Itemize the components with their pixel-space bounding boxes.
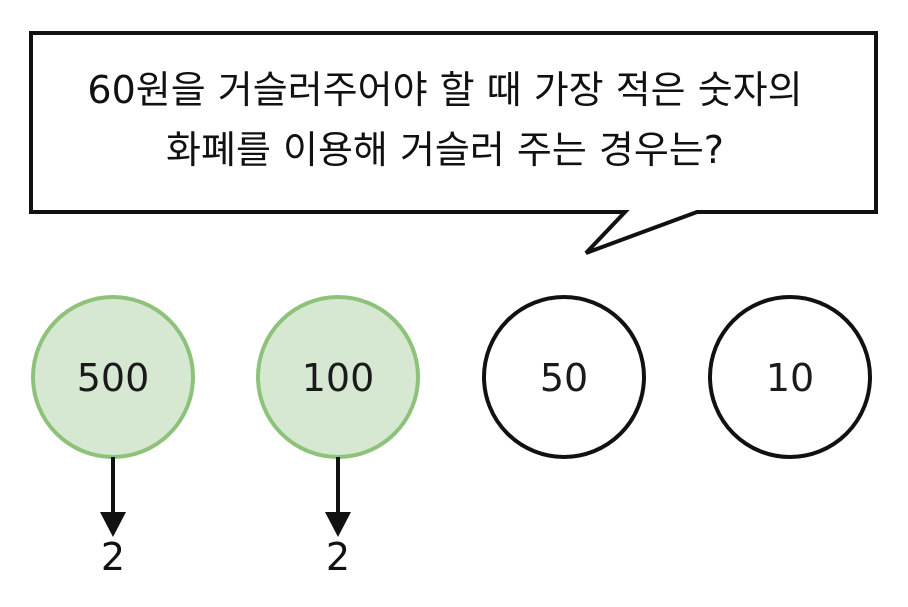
speech-bubble (29, 31, 878, 255)
count-arrow-500 (100, 457, 126, 537)
count-label-100: 2 (326, 535, 350, 579)
question-line-2: 화폐를 이용해 거슬러 주는 경우는? (166, 128, 724, 172)
coin-500: 500 (31, 295, 195, 459)
coin-label: 500 (77, 356, 150, 400)
count-label-500: 2 (101, 535, 125, 579)
arrowhead-icon (325, 512, 351, 537)
coin-50: 50 (482, 295, 646, 459)
coin-label: 10 (766, 356, 814, 400)
coin-label: 100 (302, 356, 375, 400)
coin-100: 100 (256, 295, 420, 459)
arrowhead-icon (100, 512, 126, 537)
question-text: 60원을 거슬러주어야 할 때 가장 적은 숫자의 화폐를 이용해 거슬러 주는… (40, 60, 850, 180)
question-line-1: 60원을 거슬러주어야 할 때 가장 적은 숫자의 (87, 68, 803, 112)
count-arrow-100 (325, 457, 351, 537)
coin-circle (708, 295, 872, 459)
coin-label: 50 (540, 356, 588, 400)
coin-10: 10 (708, 295, 872, 459)
coin-circle (482, 295, 646, 459)
